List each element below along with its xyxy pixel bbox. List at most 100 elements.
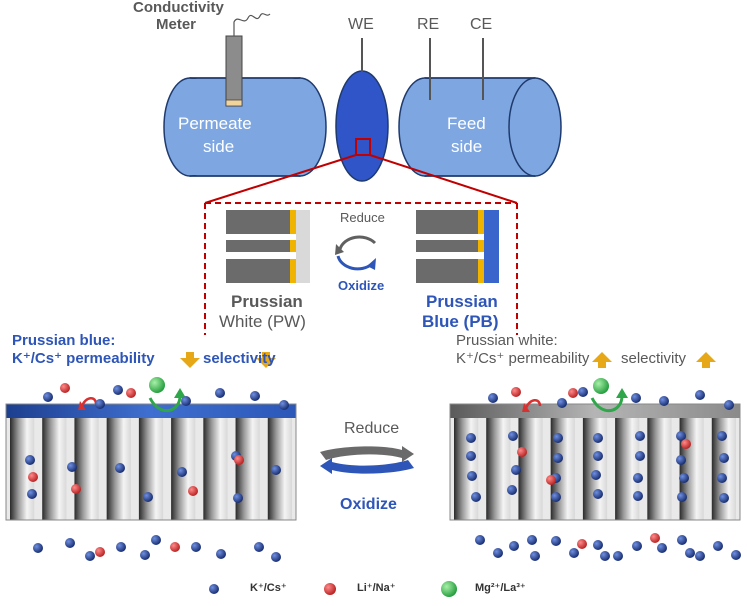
k-cs-ion (177, 467, 187, 477)
k-cs-ion (191, 542, 201, 552)
k-cs-ion (113, 385, 123, 395)
k-cs-ion (551, 492, 561, 502)
pw-label-line1: Prussian (231, 292, 303, 311)
k-cs-ion (511, 465, 521, 475)
k-cs-ion (143, 492, 153, 502)
k-cs-ion (85, 551, 95, 561)
feed-label-line1: Feed (447, 114, 486, 133)
k-cs-ion (679, 473, 689, 483)
legend-label-mg-la: Mg²⁺/La³⁺ (475, 582, 526, 594)
k-cs-ion (250, 391, 260, 401)
feed-cylinder (398, 77, 562, 177)
left-title: Prussian blue: (12, 332, 116, 349)
k-cs-ion (181, 396, 191, 406)
li-na-ion (568, 388, 578, 398)
legend-label-li-na: Li⁺/Na⁺ (357, 582, 396, 594)
left-permeability: K⁺/Cs⁺ permeability (12, 350, 155, 367)
permeate-cylinder (163, 77, 327, 177)
k-cs-ion (33, 543, 43, 553)
pb-label-line1: Prussian (426, 292, 498, 311)
pore-channel (615, 418, 640, 520)
right-permeability: K⁺/Cs⁺ permeability (456, 350, 590, 367)
k-cs-ion (613, 551, 623, 561)
k-cs-ion (600, 551, 610, 561)
k-cs-ion (215, 388, 225, 398)
li-na-ion (577, 539, 587, 549)
li-na-ion (517, 447, 527, 457)
k-cs-ion (65, 538, 75, 548)
k-cs-ion (527, 535, 537, 545)
k-cs-ion (67, 462, 77, 472)
big-redox-arrows (320, 446, 414, 474)
pore-channel (486, 418, 511, 520)
k-cs-ion (633, 473, 643, 483)
pb-stack (416, 210, 499, 283)
k-cs-ion (593, 433, 603, 443)
working-electrode-disc (335, 70, 389, 182)
pore-channel (582, 418, 608, 520)
k-cs-ion (717, 431, 727, 441)
pore-channel (138, 418, 164, 520)
k-cs-ion (508, 431, 518, 441)
li-na-ion (650, 533, 660, 543)
li-na-ion (234, 455, 244, 465)
mg-la-ion (593, 378, 609, 394)
ce-label: CE (470, 16, 493, 33)
k-cs-ion (724, 400, 734, 410)
k-cs-ion (677, 492, 687, 502)
k-cs-ion (685, 548, 695, 558)
k-cs-ion (557, 398, 567, 408)
we-label: WE (348, 16, 374, 33)
k-cs-ion (659, 396, 669, 406)
k-cs-ion (279, 400, 289, 410)
oxidize-big-label: Oxidize (340, 496, 397, 513)
legend-markers (209, 581, 457, 597)
k-cs-ion (493, 548, 503, 558)
k-cs-ion (695, 551, 705, 561)
li-na-ion (546, 475, 556, 485)
li-na-ion (188, 486, 198, 496)
k-cs-ion (553, 433, 563, 443)
pore-channel (454, 418, 479, 520)
li-na-ion (71, 484, 81, 494)
k-cs-ion (593, 540, 603, 550)
k-cs-ion (569, 548, 579, 558)
left-selectivity: selectivity (203, 350, 276, 367)
pore-channel (74, 418, 99, 520)
k-cs-ion (271, 465, 281, 475)
pw-label-line2: White (PW) (219, 312, 306, 331)
k-cs-ion (475, 535, 485, 545)
legend-mg-la-marker (441, 581, 457, 597)
k-cs-ion (507, 485, 517, 495)
k-cs-ion (551, 536, 561, 546)
k-cs-ion (677, 535, 687, 545)
k-cs-ion (509, 541, 519, 551)
pore-channel (647, 418, 672, 520)
k-cs-ion (631, 393, 641, 403)
k-cs-ion (676, 455, 686, 465)
reduce-big-label: Reduce (344, 420, 400, 437)
pore-channel (518, 418, 543, 520)
k-cs-ion (254, 542, 264, 552)
oxidize-small-label: Oxidize (338, 278, 385, 293)
k-cs-ion (140, 550, 150, 560)
k-cs-ion (27, 489, 37, 499)
k-cs-ion (719, 453, 729, 463)
k-cs-ion (471, 492, 481, 502)
k-cs-ion (719, 493, 729, 503)
k-cs-ion (43, 392, 53, 402)
right-title: Prussian white: (456, 332, 558, 349)
k-cs-ion (530, 551, 540, 561)
k-cs-ion (657, 543, 667, 553)
meter-label-line1: Conductivity (133, 0, 224, 16)
k-cs-ion (233, 493, 243, 503)
reduce-small-label: Reduce (340, 210, 385, 225)
left-decrease-arrows (180, 352, 276, 368)
k-cs-ion (695, 390, 705, 400)
detail-dashed-frame (204, 202, 518, 335)
k-cs-ion (632, 541, 642, 551)
li-na-ion (511, 387, 521, 397)
mg-la-ion (149, 377, 165, 393)
